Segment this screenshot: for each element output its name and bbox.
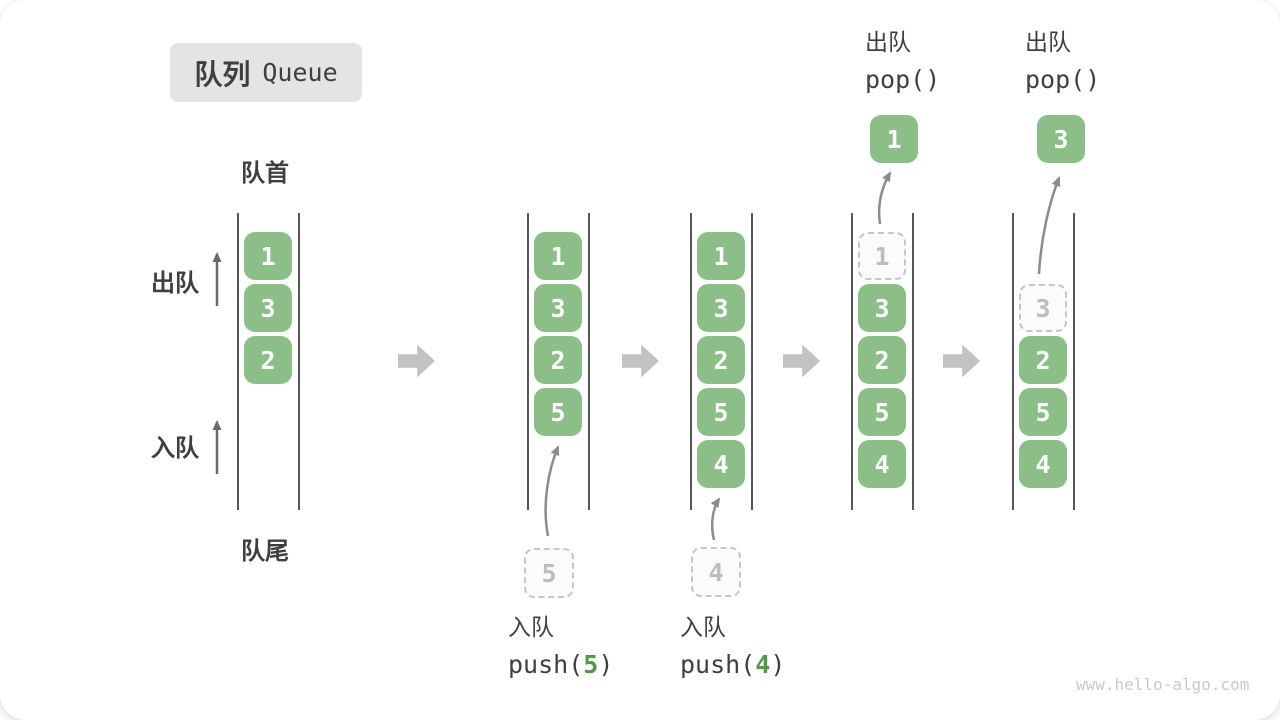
stage-3-push-4-slot-4: 4 bbox=[697, 440, 745, 488]
stage-4-pop-1-slot-5: 5 bbox=[858, 388, 906, 436]
stage-3-push-4-slot-3: 3 bbox=[697, 284, 745, 332]
stage-2-push-5-right-wall bbox=[587, 213, 590, 510]
stage-5-pop-3-caption: 出队 pop() bbox=[1025, 28, 1100, 95]
stage-2-push-5-slot-3: 3 bbox=[534, 284, 582, 332]
side-enqueue-label: 入队 bbox=[151, 435, 199, 462]
stage-3-push-4-caption-action: 入队 bbox=[680, 614, 726, 640]
stage-2-push-5-caption-code: push(5) bbox=[508, 649, 613, 680]
stage-3-push-4-slot-5: 5 bbox=[697, 388, 745, 436]
stage-5-pop-3-slot-5: 5 bbox=[1019, 388, 1067, 436]
stage-1-initial-left-wall bbox=[236, 213, 239, 510]
stage-5-pop-3-slot-4: 4 bbox=[1019, 440, 1067, 488]
stage-3-push-4-caption-code: push(4) bbox=[680, 649, 785, 680]
stage-5-pop-3-right-wall bbox=[1072, 213, 1075, 510]
stage-transition-arrow-icon bbox=[622, 344, 659, 378]
stage-2-push-5-incoming-element: 5 bbox=[524, 548, 574, 598]
stage-4-pop-1-left-wall bbox=[850, 213, 853, 510]
stage-2-push-5-code-pre: push( bbox=[508, 649, 584, 679]
stage-3-push-4-incoming-element: 4 bbox=[691, 547, 741, 597]
stage-5-pop-3-code-pre: pop( bbox=[1025, 64, 1086, 94]
stage-transition-arrow-icon bbox=[943, 344, 980, 378]
queue-front-label: 队首 bbox=[241, 160, 289, 187]
stage-3-push-4-slot-1: 1 bbox=[697, 232, 745, 280]
side-dequeue-label: 出队 bbox=[151, 270, 199, 297]
enqueue-arrow-stage-3 bbox=[710, 497, 721, 541]
stage-3-push-4-slot-2: 2 bbox=[697, 336, 745, 384]
stage-1-initial-slot-2: 2 bbox=[244, 336, 292, 384]
stage-4-pop-1-code-post: ) bbox=[925, 64, 941, 94]
queue-rear-label: 队尾 bbox=[241, 538, 289, 565]
stage-2-push-5-slot-1: 1 bbox=[534, 232, 582, 280]
title-zh: 队列 bbox=[194, 58, 251, 90]
stage-5-pop-3-popped-element: 3 bbox=[1037, 115, 1085, 163]
stage-4-pop-1-code-pre: pop( bbox=[865, 64, 926, 94]
stage-4-pop-1-slot-1-removed: 1 bbox=[858, 232, 906, 280]
stage-5-pop-3-slot-2: 2 bbox=[1019, 336, 1067, 384]
stage-1-initial-slot-1: 1 bbox=[244, 232, 292, 280]
stage-4-pop-1-right-wall bbox=[911, 213, 914, 510]
stage-1-initial-right-wall bbox=[297, 213, 300, 510]
title-box: 队列 Queue bbox=[170, 43, 362, 102]
stage-4-pop-1-slot-2: 2 bbox=[858, 336, 906, 384]
stage-transition-arrow-icon bbox=[398, 344, 435, 378]
stage-2-push-5-caption: 入队 push(5) bbox=[508, 613, 613, 680]
stage-3-push-4-caption: 入队 push(4) bbox=[680, 613, 785, 680]
watermark: www.hello-algo.com bbox=[1076, 675, 1250, 694]
stage-5-pop-3-caption-code: pop() bbox=[1025, 64, 1100, 95]
stage-3-push-4-code-post: ) bbox=[770, 649, 786, 679]
stage-2-push-5-code-post: ) bbox=[598, 649, 614, 679]
stage-5-pop-3-caption-action: 出队 bbox=[1025, 29, 1071, 55]
stage-2-push-5-slot-5: 5 bbox=[534, 388, 582, 436]
stage-3-push-4-code-arg: 4 bbox=[755, 649, 771, 679]
stage-5-pop-3-left-wall bbox=[1011, 213, 1014, 510]
stage-5-pop-3-slot-3-removed: 3 bbox=[1019, 284, 1067, 332]
stage-2-push-5-caption-action: 入队 bbox=[508, 614, 554, 640]
title-en: Queue bbox=[262, 58, 338, 87]
pop-arrow-stage-4 bbox=[877, 171, 892, 225]
stage-transition-arrow-icon bbox=[783, 344, 820, 378]
stage-2-push-5-slot-2: 2 bbox=[534, 336, 582, 384]
stage-2-push-5-left-wall bbox=[526, 213, 529, 510]
stage-5-pop-3-code-post: ) bbox=[1085, 64, 1101, 94]
stage-1-initial-slot-3: 3 bbox=[244, 284, 292, 332]
stage-4-pop-1-slot-3: 3 bbox=[858, 284, 906, 332]
stage-4-pop-1-caption-action: 出队 bbox=[865, 29, 911, 55]
pop-arrow-stage-5 bbox=[1037, 176, 1061, 275]
stage-3-push-4-code-pre: push( bbox=[680, 649, 756, 679]
stage-4-pop-1-popped-element: 1 bbox=[870, 115, 918, 163]
stage-3-push-4-right-wall bbox=[750, 213, 753, 510]
stage-3-push-4-left-wall bbox=[689, 213, 692, 510]
enqueue-arrow-stage-2 bbox=[544, 445, 560, 537]
stage-4-pop-1-caption-code: pop() bbox=[865, 64, 940, 95]
stage-2-push-5-code-arg: 5 bbox=[583, 649, 599, 679]
stage-4-pop-1-caption: 出队 pop() bbox=[865, 28, 940, 95]
stage-4-pop-1-slot-4: 4 bbox=[858, 440, 906, 488]
